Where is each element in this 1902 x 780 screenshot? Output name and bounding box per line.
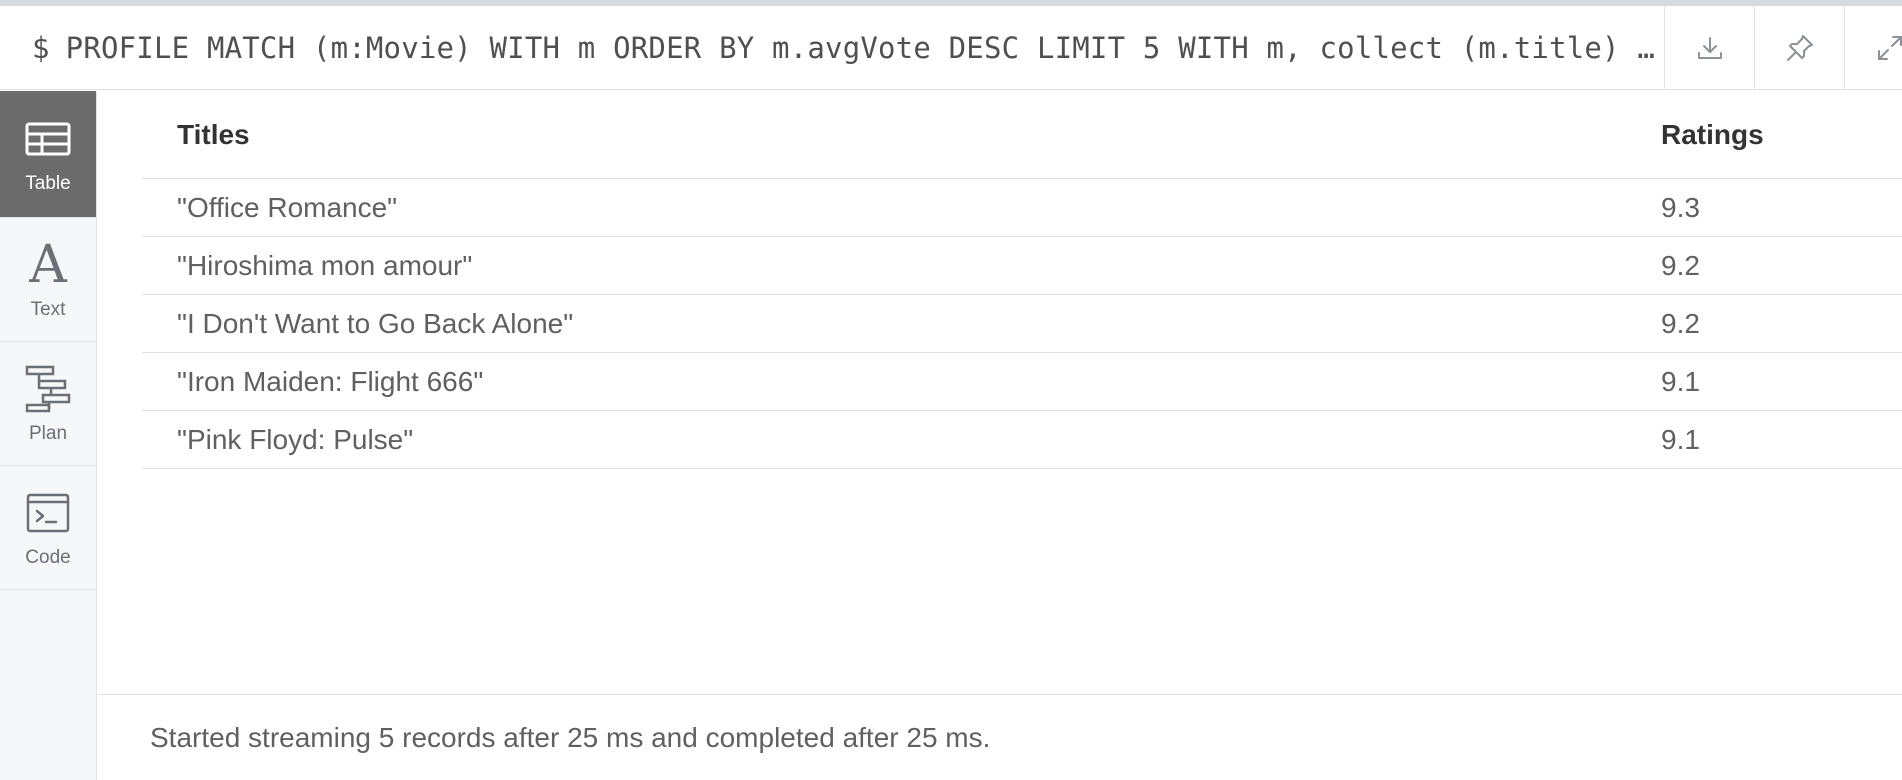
- expand-icon: [1877, 36, 1902, 60]
- plan-icon: [25, 365, 71, 412]
- sidebar-item-plan[interactable]: Plan: [0, 342, 96, 466]
- query-string: PROFILE MATCH (m:Movie) WITH m ORDER BY …: [65, 30, 1664, 65]
- table-row: "Office Romance" 9.3: [142, 179, 1902, 237]
- text-icon: A: [29, 234, 67, 295]
- cell-title: "Pink Floyd: Pulse": [177, 423, 414, 455]
- status-text: Started streaming 5 records after 25 ms …: [150, 721, 991, 753]
- code-icon: [26, 493, 70, 532]
- sidebar-item-text[interactable]: A Text: [0, 218, 96, 342]
- sidebar-item-table[interactable]: Table: [0, 91, 96, 218]
- table-row: "I Don't Want to Go Back Alone" 9.2: [142, 295, 1902, 353]
- sidebar-item-label: Table: [25, 173, 71, 194]
- cell-rating: 9.3: [1661, 191, 1700, 223]
- download-icon: [1697, 37, 1722, 59]
- table-header: Titles Ratings: [142, 91, 1902, 179]
- column-header-titles: Titles: [177, 118, 250, 150]
- table-row: "Pink Floyd: Pulse" 9.1: [142, 411, 1902, 469]
- cell-rating: 9.2: [1661, 307, 1700, 339]
- cell-title: "Iron Maiden: Flight 666": [177, 365, 484, 397]
- results-table: Titles Ratings "Office Romance" 9.3 "Hir…: [142, 91, 1902, 469]
- cell-title: "Hiroshima mon amour": [177, 249, 473, 281]
- table-row: "Iron Maiden: Flight 666" 9.1: [142, 353, 1902, 411]
- sidebar-item-label: Code: [25, 546, 71, 568]
- cell-title: "Office Romance": [177, 191, 398, 223]
- sidebar-item-code[interactable]: Code: [0, 466, 96, 590]
- expand-button[interactable]: [1844, 6, 1902, 90]
- cell-rating: 9.1: [1661, 423, 1700, 455]
- pin-icon: [1786, 35, 1813, 61]
- result-content: Titles Ratings "Office Romance" 9.3 "Hir…: [98, 91, 1902, 780]
- status-footer: Started streaming 5 records after 25 ms …: [98, 694, 1902, 780]
- cell-rating: 9.1: [1661, 365, 1700, 397]
- cell-title: "I Don't Want to Go Back Alone": [177, 307, 574, 339]
- query-header: $ PROFILE MATCH (m:Movie) WITH m ORDER BY…: [0, 6, 1902, 90]
- table-icon: [25, 122, 71, 156]
- header-actions: [1664, 6, 1902, 90]
- sidebar-item-label: Plan: [28, 422, 68, 444]
- sidebar-item-label: Text: [30, 298, 66, 320]
- query-prompt: $: [32, 30, 50, 65]
- cell-rating: 9.2: [1661, 249, 1700, 281]
- view-sidebar: Table A Text Plan Code: [0, 91, 97, 780]
- table-row: "Hiroshima mon amour" 9.2: [142, 237, 1902, 295]
- top-strip: [0, 0, 1902, 6]
- pin-button[interactable]: [1754, 6, 1844, 90]
- query-text[interactable]: $ PROFILE MATCH (m:Movie) WITH m ORDER BY…: [0, 31, 1664, 65]
- column-header-ratings: Ratings: [1661, 118, 1764, 150]
- download-button[interactable]: [1664, 6, 1754, 90]
